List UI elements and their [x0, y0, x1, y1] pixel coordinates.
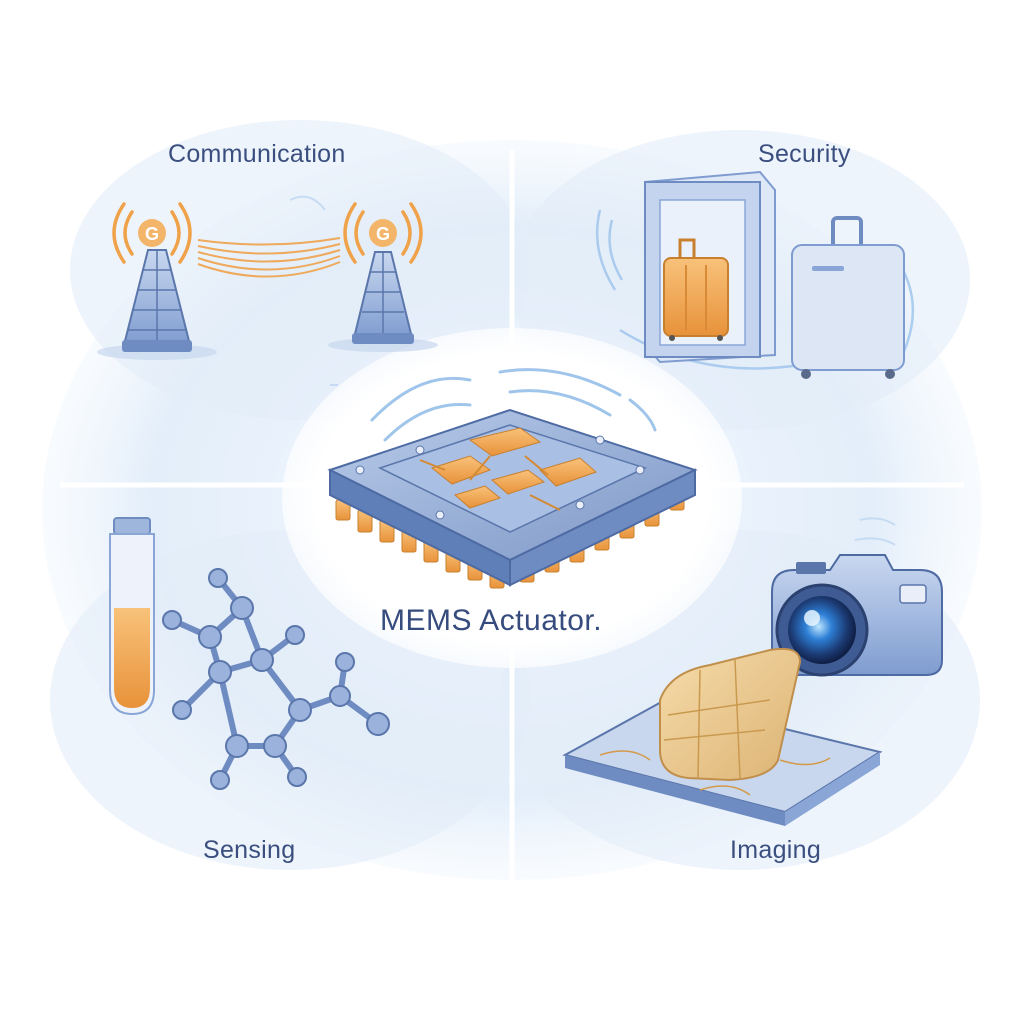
test-tube-icon [109, 517, 155, 716]
sensing-label: Sensing [203, 836, 296, 864]
sample-plate-icon [562, 647, 883, 826]
imaging-label: Imaging [730, 836, 822, 864]
communication-label: Communication [168, 140, 346, 168]
camera-icon [771, 554, 943, 677]
center-label: MEMS Actuator. [380, 604, 603, 637]
luggage-scanner-icon [595, 170, 915, 379]
molecule-icon [109, 517, 390, 790]
mems-chip-icon [327, 368, 698, 589]
badge-right: G [376, 224, 390, 244]
badge-left: G [145, 224, 159, 244]
security-label: Security [758, 140, 851, 168]
cell-tower-icon: G G [97, 202, 438, 360]
